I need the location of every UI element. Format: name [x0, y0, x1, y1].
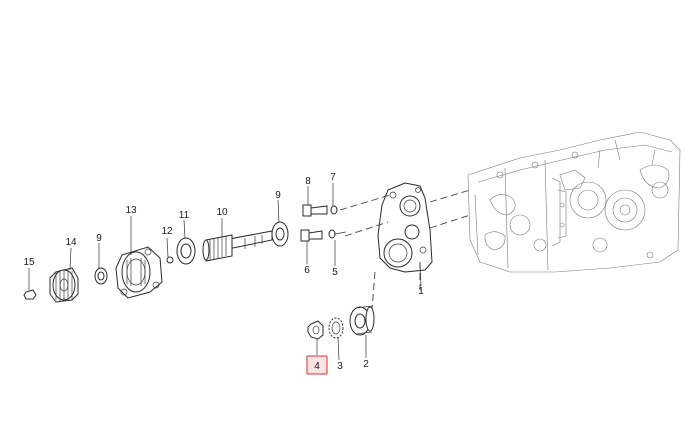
callout-2[interactable]: 2	[363, 359, 369, 370]
nut-4	[307, 320, 324, 340]
callout-13[interactable]: 13	[125, 205, 137, 216]
shaft-10	[202, 230, 273, 262]
callout-4[interactable]: 4	[314, 361, 320, 372]
transmission-housing	[467, 131, 681, 273]
planet-carrier-13	[115, 246, 163, 299]
bolt-6	[300, 229, 323, 242]
callout-3[interactable]: 3	[337, 361, 343, 372]
gear-14	[49, 267, 79, 303]
callout-8[interactable]: 8	[305, 176, 311, 187]
bearing-9-left	[94, 267, 108, 285]
washer-5	[328, 229, 347, 239]
callout-14[interactable]: 14	[65, 237, 77, 248]
bearing-9-right	[271, 221, 289, 247]
callout-1[interactable]: 1	[418, 286, 424, 297]
callout-7[interactable]: 7	[330, 172, 336, 183]
callout-10[interactable]: 10	[216, 207, 228, 218]
washer-7	[330, 205, 338, 215]
bearing-11	[176, 237, 196, 265]
nut-15	[23, 289, 37, 300]
bolt-8	[302, 204, 328, 217]
callout-4-highlight[interactable]	[306, 355, 328, 375]
cover-plate	[377, 182, 433, 273]
callout-6[interactable]: 6	[304, 265, 310, 276]
callout-11[interactable]: 11	[179, 210, 190, 221]
callout-labels: 1 2 3 4 5 6 7 8 9 9 10 11 12 13 14 15	[23, 172, 424, 372]
bearing-2	[349, 305, 375, 336]
lock-washer-3	[328, 317, 344, 339]
callout-5[interactable]: 5	[332, 267, 338, 278]
callout-9-right[interactable]: 9	[275, 190, 281, 201]
callout-9-left[interactable]: 9	[96, 233, 102, 244]
leader-lines	[28, 183, 422, 361]
pin-12	[166, 256, 174, 264]
callout-15[interactable]: 15	[23, 257, 35, 268]
callout-12[interactable]: 12	[161, 226, 173, 237]
